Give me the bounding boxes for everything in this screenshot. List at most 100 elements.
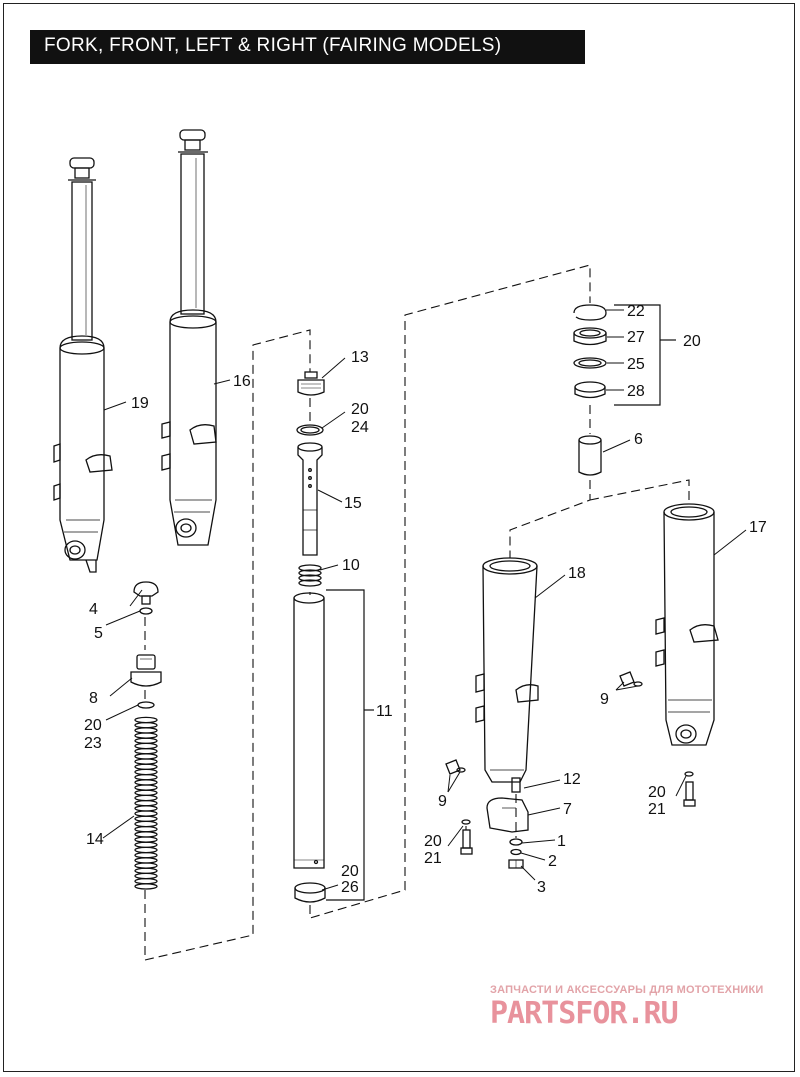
spring-coil	[134, 867, 158, 875]
label-5: 5	[94, 625, 103, 642]
spring-coil	[134, 877, 158, 885]
label-1: 1	[557, 833, 566, 850]
spring-coil	[134, 779, 158, 786]
retaining-ring-22	[573, 304, 607, 321]
label-24: 24	[351, 419, 369, 436]
spring-coil	[134, 805, 158, 812]
bushing-28	[574, 381, 606, 399]
bolt-21-center	[460, 819, 473, 855]
label-18: 18	[568, 565, 586, 582]
spring-coil	[134, 784, 158, 791]
label-9-center: 9	[438, 793, 447, 810]
washer-25	[573, 357, 607, 369]
spring-coil	[134, 789, 158, 797]
fork-assembly-19	[53, 157, 113, 573]
spring-coil	[134, 857, 158, 864]
spring-coil	[134, 742, 158, 750]
label-20-adjuster: 20	[84, 717, 102, 734]
spring-coil	[134, 810, 158, 817]
rebound-spring-10	[298, 564, 322, 587]
label-10: 10	[342, 557, 360, 574]
spring-coil	[134, 753, 158, 760]
o-ring-23	[137, 701, 155, 709]
spring-coil	[134, 773, 158, 781]
spring-14	[134, 716, 158, 890]
spring-coil	[134, 763, 158, 771]
slider-17	[655, 503, 719, 746]
spring-coil	[134, 758, 158, 765]
fork-tube-11	[293, 592, 325, 869]
cap-4	[133, 581, 159, 605]
label-9-right: 9	[600, 691, 609, 708]
axle-cap-7	[486, 797, 529, 833]
label-25: 25	[627, 356, 645, 373]
label-6: 6	[634, 431, 643, 448]
watermark-tagline: ЗАПЧАСТИ И АКСЕССУАРЫ ДЛЯ МОТОТЕХНИКИ	[490, 984, 764, 996]
label-26: 26	[341, 879, 359, 896]
title-bar: FORK, FRONT, LEFT & RIGHT (FAIRING MODEL…	[30, 30, 585, 64]
slider-18	[475, 557, 539, 793]
spring-coil	[134, 737, 158, 745]
label-4: 4	[89, 601, 98, 618]
spring-coil	[134, 836, 158, 843]
spring-coil	[134, 846, 158, 854]
fork-assembly-16	[161, 129, 217, 546]
spring-coil	[134, 716, 158, 724]
label-3: 3	[537, 879, 546, 896]
label-14: 14	[86, 831, 104, 848]
label-13: 13	[351, 349, 369, 366]
spring-coil	[134, 799, 158, 807]
label-28: 28	[627, 383, 645, 400]
label-23: 23	[84, 735, 102, 752]
spring-coil	[134, 872, 158, 880]
seal-27	[573, 327, 607, 346]
screw-9-center	[445, 759, 466, 775]
label-17: 17	[749, 519, 767, 536]
spring-coil	[134, 862, 158, 869]
spring-coil	[134, 794, 158, 802]
spring-coil	[134, 883, 158, 890]
o-ring-5	[139, 607, 153, 615]
spring-coil	[134, 768, 158, 776]
spring-coil	[134, 721, 158, 729]
watermark-logo: PARTSFOR.RU	[490, 996, 679, 1031]
page-frame	[3, 3, 795, 1072]
label-2: 2	[548, 853, 557, 870]
label-22: 22	[627, 303, 645, 320]
damper-rod-15	[297, 442, 323, 556]
spring-coil	[134, 831, 158, 838]
label-20-tube: 20	[341, 863, 359, 880]
bolt-21-right	[683, 771, 696, 807]
label-8: 8	[89, 690, 98, 707]
spring-coil	[134, 747, 158, 755]
label-20-top: 20	[351, 401, 369, 418]
spring-coil	[134, 820, 158, 828]
spring-coil	[134, 841, 158, 849]
valve-13	[297, 371, 325, 396]
spring-coil	[134, 825, 158, 833]
label-20-bolt-right: 20	[648, 784, 666, 801]
adjuster-8	[130, 654, 162, 687]
label-20-group: 20	[683, 333, 701, 350]
screw-9-right	[619, 671, 643, 687]
ring-24	[296, 424, 324, 436]
label-11: 11	[376, 703, 393, 720]
spring-coil	[134, 727, 158, 734]
spacer-6	[578, 435, 602, 476]
label-27: 27	[627, 329, 645, 346]
label-12: 12	[563, 771, 581, 788]
label-16: 16	[233, 373, 251, 390]
spring-coil	[134, 851, 158, 859]
label-15: 15	[344, 495, 362, 512]
washer-1	[509, 838, 523, 846]
lockwasher-2	[510, 848, 522, 856]
label-21-right: 21	[648, 801, 666, 818]
spring-coil	[134, 815, 158, 823]
bushing-26	[294, 882, 326, 903]
page-title: FORK, FRONT, LEFT & RIGHT (FAIRING MODEL…	[44, 35, 502, 56]
spring-coil	[134, 732, 158, 739]
label-20-bolt-center: 20	[424, 833, 442, 850]
label-7: 7	[563, 801, 572, 818]
label-19: 19	[131, 395, 149, 412]
